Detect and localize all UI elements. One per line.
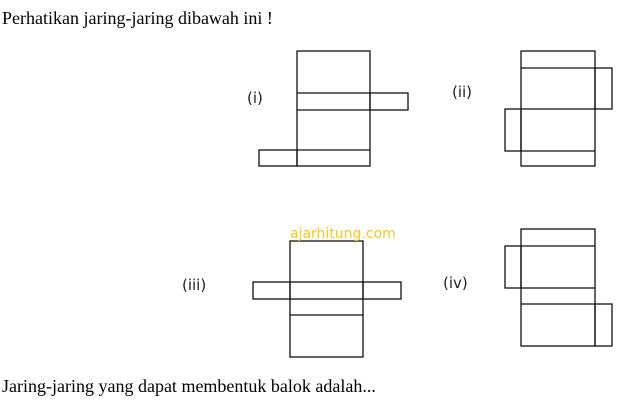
net-i <box>258 50 409 167</box>
label-iii: (iii) <box>182 276 207 294</box>
watermark: ajarhitung.com <box>290 226 396 242</box>
prompt-text: Jaring-jaring yang dapat membentuk balok… <box>2 376 376 396</box>
question-text: Perhatikan jaring-jaring dibawah ini ! <box>2 8 273 28</box>
label-ii: (ii) <box>452 83 473 101</box>
net-ii <box>504 50 613 167</box>
net-iv <box>504 228 613 347</box>
label-iv: (iv) <box>443 274 468 292</box>
net-iii <box>252 240 402 358</box>
label-i: (i) <box>247 89 263 107</box>
